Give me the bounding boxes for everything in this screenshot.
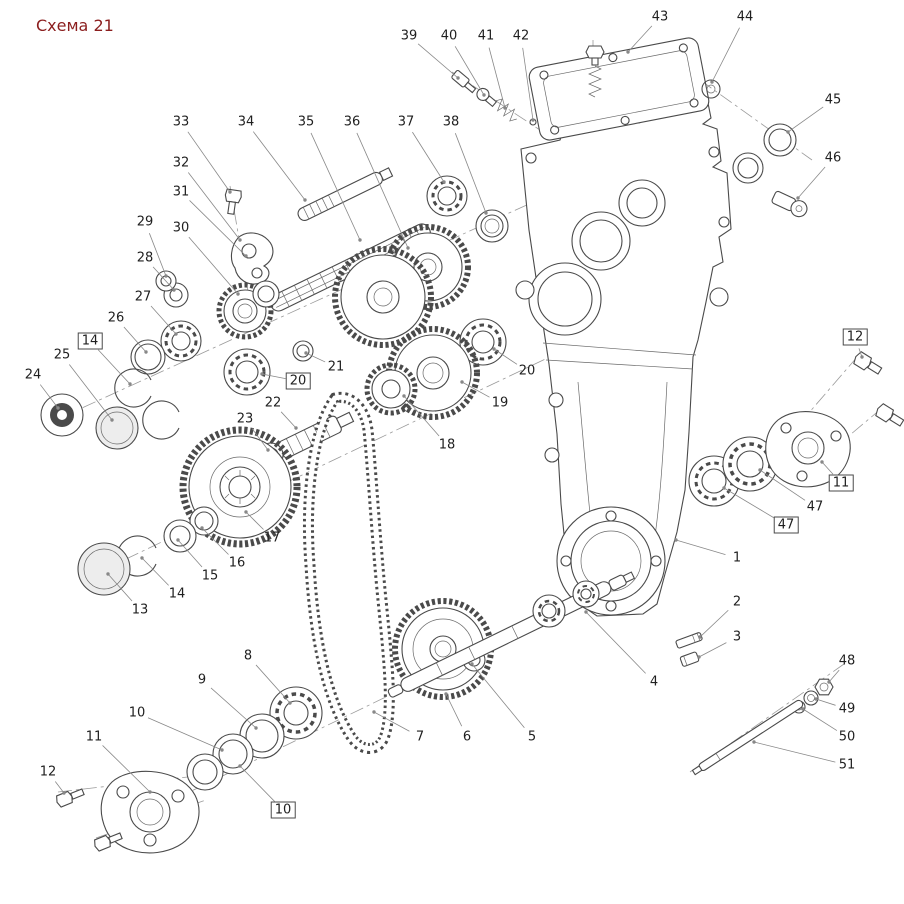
shift-fork-lever <box>230 232 274 285</box>
gear-30 <box>216 282 274 340</box>
bolt-12-right-b <box>875 403 904 427</box>
housing-bore-small <box>618 179 666 227</box>
ring-10b <box>186 753 224 791</box>
vent-screw-and-spring <box>585 45 605 98</box>
circlip-14b <box>142 400 180 440</box>
bolt-39 <box>451 70 477 94</box>
spacer-21 <box>292 340 314 362</box>
small-parts-lower-right <box>675 632 834 776</box>
output-shaft-assembly <box>387 571 636 700</box>
ring-26 <box>130 339 166 375</box>
bolt-12-right-a <box>853 351 883 375</box>
bolt-33 <box>224 188 242 215</box>
bolt-12-left-b <box>94 832 123 852</box>
vent-spring <box>588 65 602 98</box>
cap-13 <box>77 542 131 596</box>
shaft-bearing-b <box>572 580 600 608</box>
housing-bore-middle <box>571 211 631 271</box>
bottom-left-cover-assembly <box>56 686 323 854</box>
vent-screw-head <box>585 45 605 59</box>
bolt-2 <box>675 632 703 649</box>
breather-plug-46 <box>771 190 808 218</box>
leader-lines <box>39 25 864 802</box>
diagram-title: Схема 21 <box>36 16 114 35</box>
shaft-bearing-a <box>532 594 566 628</box>
left-caps-and-rings <box>77 506 219 596</box>
ring-15 <box>163 519 197 553</box>
top-cover-plate <box>528 37 710 141</box>
cap-3 <box>679 651 700 667</box>
housing-bore-large <box>528 262 602 336</box>
upper-shaft-assembly <box>40 167 431 450</box>
gear-19 <box>386 326 480 420</box>
cover-bolts-and-spring <box>451 70 537 126</box>
right-cover-assembly <box>688 351 904 507</box>
ring-16 <box>189 506 219 536</box>
gear-36 <box>385 224 471 310</box>
washer-49 <box>803 690 819 706</box>
seal-ring-45a <box>732 152 764 184</box>
gearbox-housing <box>515 93 732 617</box>
sprocket-18 <box>364 362 418 416</box>
spring-41 <box>495 98 517 122</box>
bearing-20-left <box>223 348 271 396</box>
bolt-12-left-a <box>56 788 85 808</box>
circlip-14a <box>114 368 152 408</box>
rod-51 <box>691 699 804 776</box>
shaft-34 <box>297 167 394 221</box>
cap-25 <box>95 406 139 450</box>
seal-rings-top-right <box>701 79 808 218</box>
gear-train <box>223 175 509 420</box>
gear-35-main <box>332 246 434 348</box>
drive-chain <box>302 391 395 754</box>
seal-ring-44 <box>701 79 721 99</box>
side-cover-11-right <box>765 411 851 488</box>
